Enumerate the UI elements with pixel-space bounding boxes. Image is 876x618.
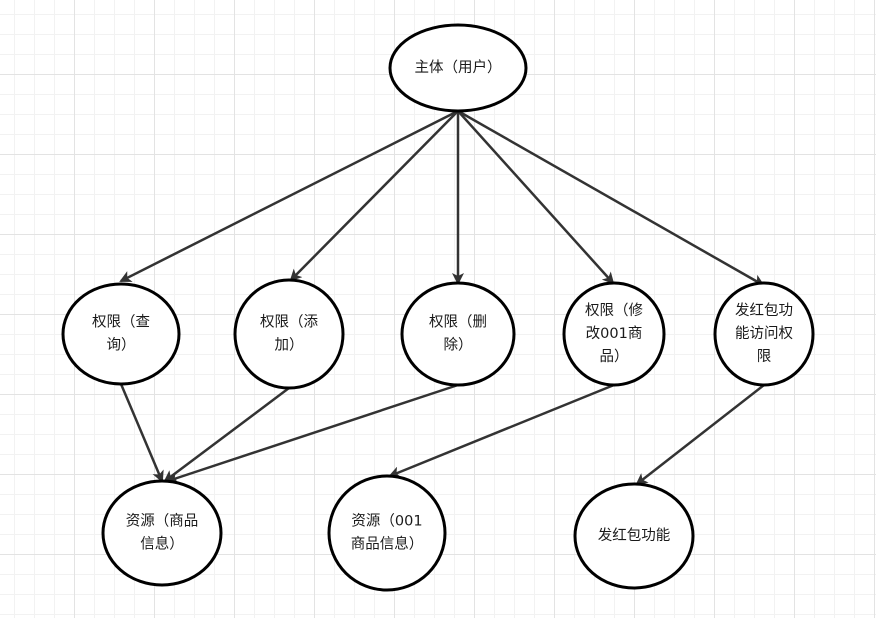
edge-subject-to-perm-redpacket (457, 109, 765, 287)
edge-perm-redpacket-to-res-redpacket (635, 384, 765, 486)
edge-subject-to-perm-add (289, 110, 459, 282)
node-label-res-goods-line-0: 资源（商品 (126, 513, 199, 530)
node-perm-delete[interactable]: 权限（删除） (400, 281, 516, 387)
nodes-layer: 主体（用户）权限（查询）权限（添加）权限（删除）权限（修改001商品）发红包功能… (61, 23, 815, 592)
node-shape-res-goods-001 (327, 474, 447, 592)
node-label-perm-modify-line-1: 改001商 (586, 325, 643, 342)
edge-perm-delete-to-res-goods (166, 383, 459, 484)
edges-layer (119, 109, 765, 486)
node-label-perm-redpacket-line-2: 限 (757, 348, 772, 365)
node-res-goods[interactable]: 资源（商品信息） (101, 479, 223, 587)
edge-perm-query-to-res-goods (119, 383, 164, 483)
node-label-perm-add-line-0: 权限（添 (260, 314, 318, 331)
node-label-res-goods-001-line-1: 商品信息） (351, 536, 424, 553)
node-label-res-goods-line-1: 信息） (140, 536, 184, 553)
node-shape-res-goods (101, 479, 223, 587)
node-label-perm-modify-line-0: 权限（修 (585, 302, 643, 319)
node-res-redpacket[interactable]: 发红包功能 (573, 482, 695, 590)
node-label-subject-line-0: 主体（用户） (415, 59, 502, 76)
edge-subject-to-perm-modify (457, 110, 615, 285)
node-label-perm-query-line-1: 询） (107, 337, 136, 354)
node-label-perm-query-line-0: 权限（查 (92, 314, 150, 331)
node-shape-perm-add (233, 278, 345, 390)
edge-perm-modify-to-res-goods-001 (388, 383, 615, 478)
node-res-goods-001[interactable]: 资源（001 商品信息） (327, 474, 447, 592)
node-label-perm-redpacket-line-0: 发红包功 (735, 302, 793, 319)
edge-perm-add-to-res-goods (163, 387, 290, 483)
node-shape-perm-modify (562, 281, 666, 387)
node-label-perm-delete-line-0: 权限（删 (429, 314, 487, 331)
node-label-perm-redpacket-line-1: 能访问权 (735, 325, 793, 342)
node-perm-add[interactable]: 权限（添加） (233, 278, 345, 390)
node-shape-perm-delete (400, 281, 516, 387)
node-label-perm-delete-line-1: 除） (444, 337, 473, 354)
node-shape-perm-redpacket (713, 281, 815, 387)
node-subject[interactable]: 主体（用户） (388, 23, 528, 113)
node-shape-subject (388, 23, 528, 113)
node-perm-query[interactable]: 权限（查询） (61, 282, 181, 386)
node-label-perm-modify-line-2: 品） (600, 348, 629, 365)
edge-subject-to-perm-query (119, 109, 459, 283)
node-shape-perm-query (61, 282, 181, 386)
node-label-res-redpacket-line-0: 发红包功能 (598, 527, 671, 544)
node-label-perm-add-line-1: 加） (275, 337, 304, 354)
node-label-res-goods-001-line-0: 资源（001 (351, 513, 422, 530)
node-shape-res-redpacket (573, 482, 695, 590)
